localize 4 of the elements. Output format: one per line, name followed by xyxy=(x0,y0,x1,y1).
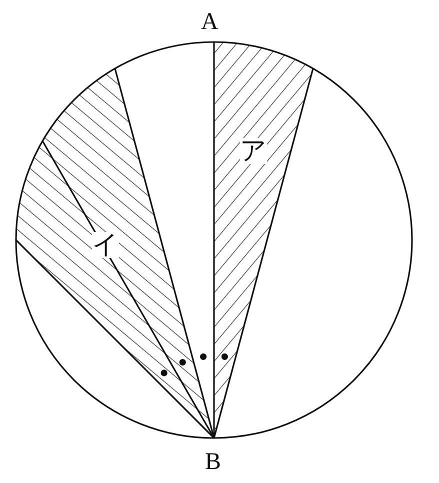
region-label: ア xyxy=(240,138,267,164)
region-label: イ xyxy=(92,232,119,258)
point-label: B xyxy=(205,450,222,474)
point-label: A xyxy=(201,10,218,34)
